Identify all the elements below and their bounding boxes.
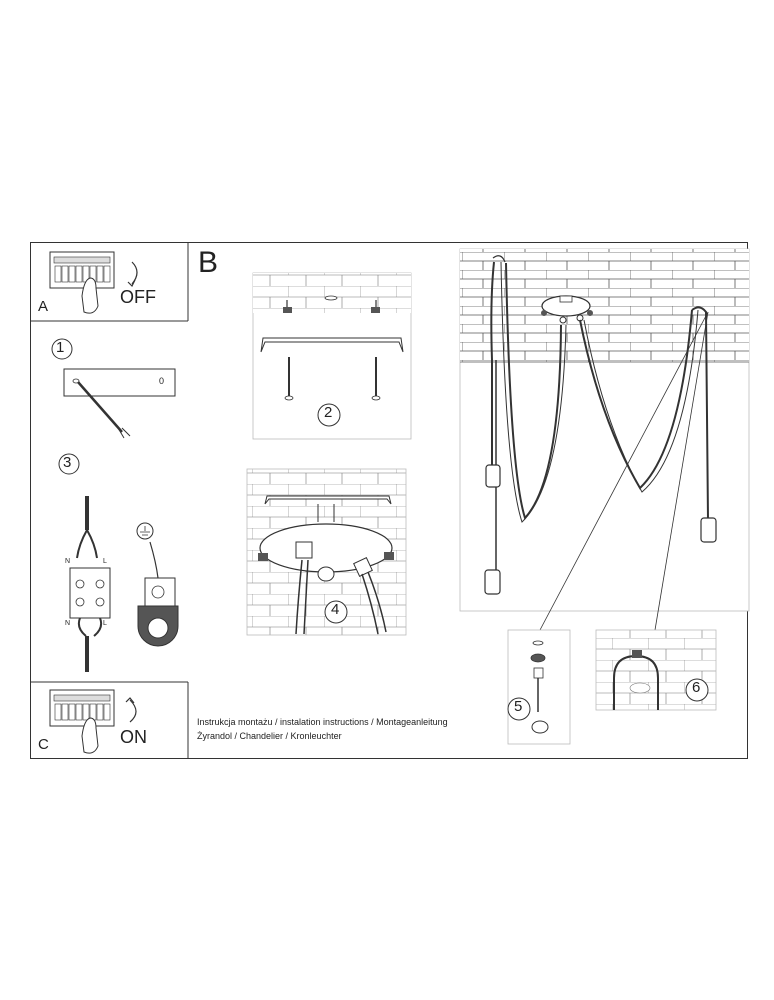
step-2-number: 2: [324, 404, 333, 421]
terminal-l-bottom: L: [103, 620, 107, 627]
step-5-illustration: [507, 629, 571, 745]
caption-product: Żyrandol / Chandelier / Kronleuchter: [197, 731, 342, 741]
step-4-circle: [324, 600, 348, 624]
step-2-circle: [317, 403, 341, 427]
step-5-number: 5: [514, 698, 523, 715]
terminal-n-top: N: [65, 558, 71, 565]
breaker-off-illustration: [49, 251, 138, 314]
terminal-l-top: L: [103, 558, 107, 565]
on-label: ON: [120, 727, 147, 747]
ground-terminal: [136, 522, 179, 647]
panel-b-label: B: [198, 246, 219, 279]
step-5-circle: [507, 697, 531, 721]
breaker-on-illustration: [49, 689, 137, 754]
off-label: OFF: [120, 287, 156, 307]
step-1-circle: [51, 338, 73, 360]
panel-c-label: C: [38, 736, 49, 753]
step-1-number: 1: [56, 339, 65, 356]
step-3-number: 3: [63, 454, 72, 471]
caption-instructions: Instrukcja montażu / instalation instruc…: [197, 717, 448, 727]
terminal-n-bottom: N: [65, 620, 71, 627]
panel-a-label: A: [38, 298, 49, 315]
step-4-number: 4: [331, 601, 340, 618]
step-6-circle: [685, 678, 709, 702]
step-3-terminal-block: [69, 496, 111, 672]
step-1-mounting-plate: [63, 368, 176, 439]
arrow-up-icon: [129, 699, 137, 723]
chandelier-illustration: [459, 248, 750, 631]
plate-marking: 0: [159, 376, 165, 386]
step-3-circle: [58, 453, 80, 475]
step-6-number: 6: [692, 679, 701, 696]
